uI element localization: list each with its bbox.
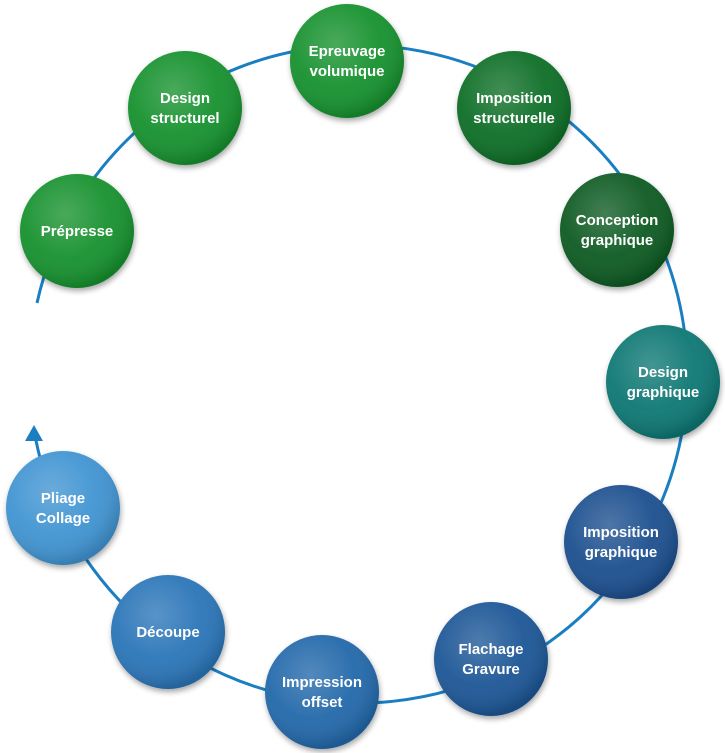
step-node: Design structurel <box>128 51 242 165</box>
step-label: Impression <box>282 674 362 691</box>
step-node: Epreuvage volumique <box>290 4 404 118</box>
step-label: Conception <box>576 212 659 229</box>
step-node: Imposition structurelle <box>457 51 571 165</box>
step-label: Découpe <box>136 624 199 641</box>
step-label: Collage <box>36 510 90 527</box>
step-label: Prépresse <box>41 223 114 240</box>
step-circle-sheen <box>457 51 571 165</box>
step-node: Découpe <box>111 575 225 689</box>
step-node: Conception graphique <box>560 173 674 287</box>
step-label: Epreuvage <box>309 43 386 60</box>
step-label: Flachage <box>458 641 523 658</box>
step-label: Design <box>638 364 688 381</box>
cycle-arrowhead <box>25 425 43 441</box>
step-label: graphique <box>627 384 700 401</box>
step-label: Imposition <box>476 90 552 107</box>
step-circle-sheen <box>606 325 720 439</box>
step-label: graphique <box>585 544 658 561</box>
step-circle-sheen <box>290 4 404 118</box>
step-label: Design <box>160 90 210 107</box>
step-circle-sheen <box>111 575 225 689</box>
step-node: Impression offset <box>265 635 379 749</box>
step-node: Imposition graphique <box>564 485 678 599</box>
process-steps: PrépresseDesignstructurelEpreuvagevolumi… <box>6 4 720 749</box>
step-label: Pliage <box>41 490 85 507</box>
step-circle-sheen <box>20 174 134 288</box>
step-label: structurelle <box>473 110 555 127</box>
step-label: Imposition <box>583 524 659 541</box>
step-label: graphique <box>581 232 654 249</box>
step-circle-sheen <box>434 602 548 716</box>
step-node: Prépresse <box>20 174 134 288</box>
step-circle-sheen <box>265 635 379 749</box>
step-label: Gravure <box>462 661 520 678</box>
step-label: structurel <box>150 110 219 127</box>
step-circle-sheen <box>560 173 674 287</box>
step-circle-sheen <box>564 485 678 599</box>
step-label: offset <box>302 694 343 711</box>
step-node: Design graphique <box>606 325 720 439</box>
step-circle-sheen <box>128 51 242 165</box>
step-circle-sheen <box>6 451 120 565</box>
step-label: volumique <box>309 63 384 80</box>
